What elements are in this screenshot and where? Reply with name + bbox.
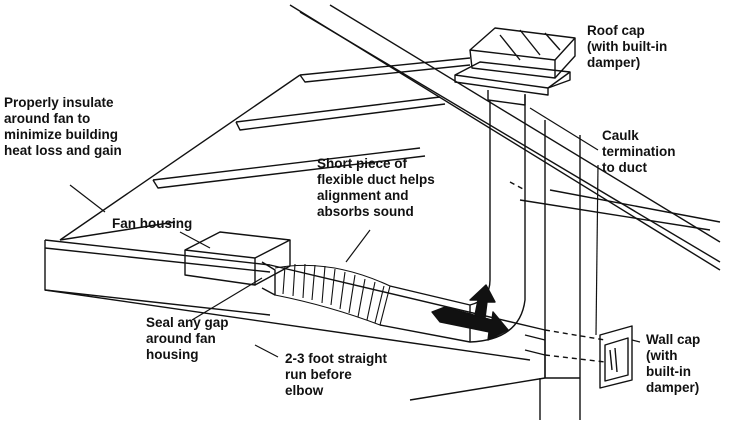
wall-cap-label: Wall cap (with built-in damper) xyxy=(646,332,701,395)
fan-housing-label: Fan housing xyxy=(112,216,193,231)
fan-housing-box xyxy=(184,231,291,296)
flex-duct-label: Short piece of flexible duct helps align… xyxy=(317,156,435,219)
roof-cap xyxy=(454,27,576,106)
seal-gap-label: Seal any gap around fan housing xyxy=(146,315,229,362)
roof-cap-label: Roof cap (with built-in damper) xyxy=(587,23,668,70)
leader-lines xyxy=(69,107,641,358)
caulk-label: Caulk termination to duct xyxy=(602,128,676,175)
airflow-arrow xyxy=(431,284,509,341)
insulate-label: Properly insulate around fan to minimize… xyxy=(4,95,122,158)
roof-structure xyxy=(59,57,721,241)
hidden-duct xyxy=(509,181,606,363)
wall xyxy=(539,120,581,420)
flexible-duct xyxy=(274,263,391,326)
wall-cap xyxy=(599,325,633,389)
straight-run-label: 2-3 foot straight run before elbow xyxy=(285,351,388,398)
